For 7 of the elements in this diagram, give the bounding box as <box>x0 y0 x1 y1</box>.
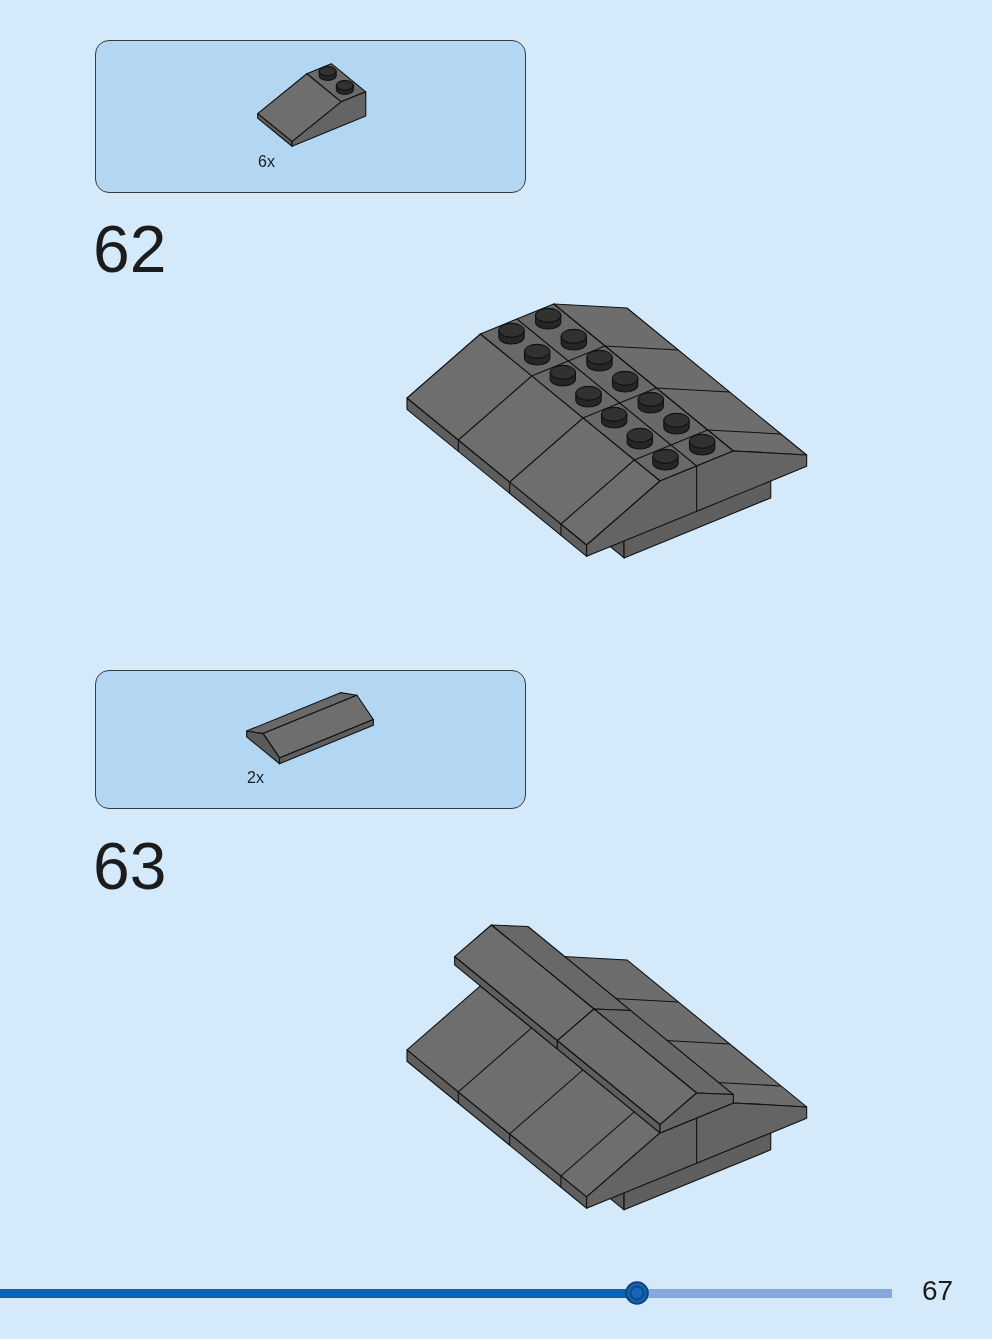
step-number: 62 <box>93 216 167 282</box>
parts-list-box <box>95 40 526 193</box>
part-count: 6x <box>258 154 275 170</box>
parts-list-box <box>95 670 526 809</box>
page-number: 67 <box>922 1277 954 1305</box>
step-number: 63 <box>93 833 167 899</box>
part-count: 2x <box>247 770 264 786</box>
